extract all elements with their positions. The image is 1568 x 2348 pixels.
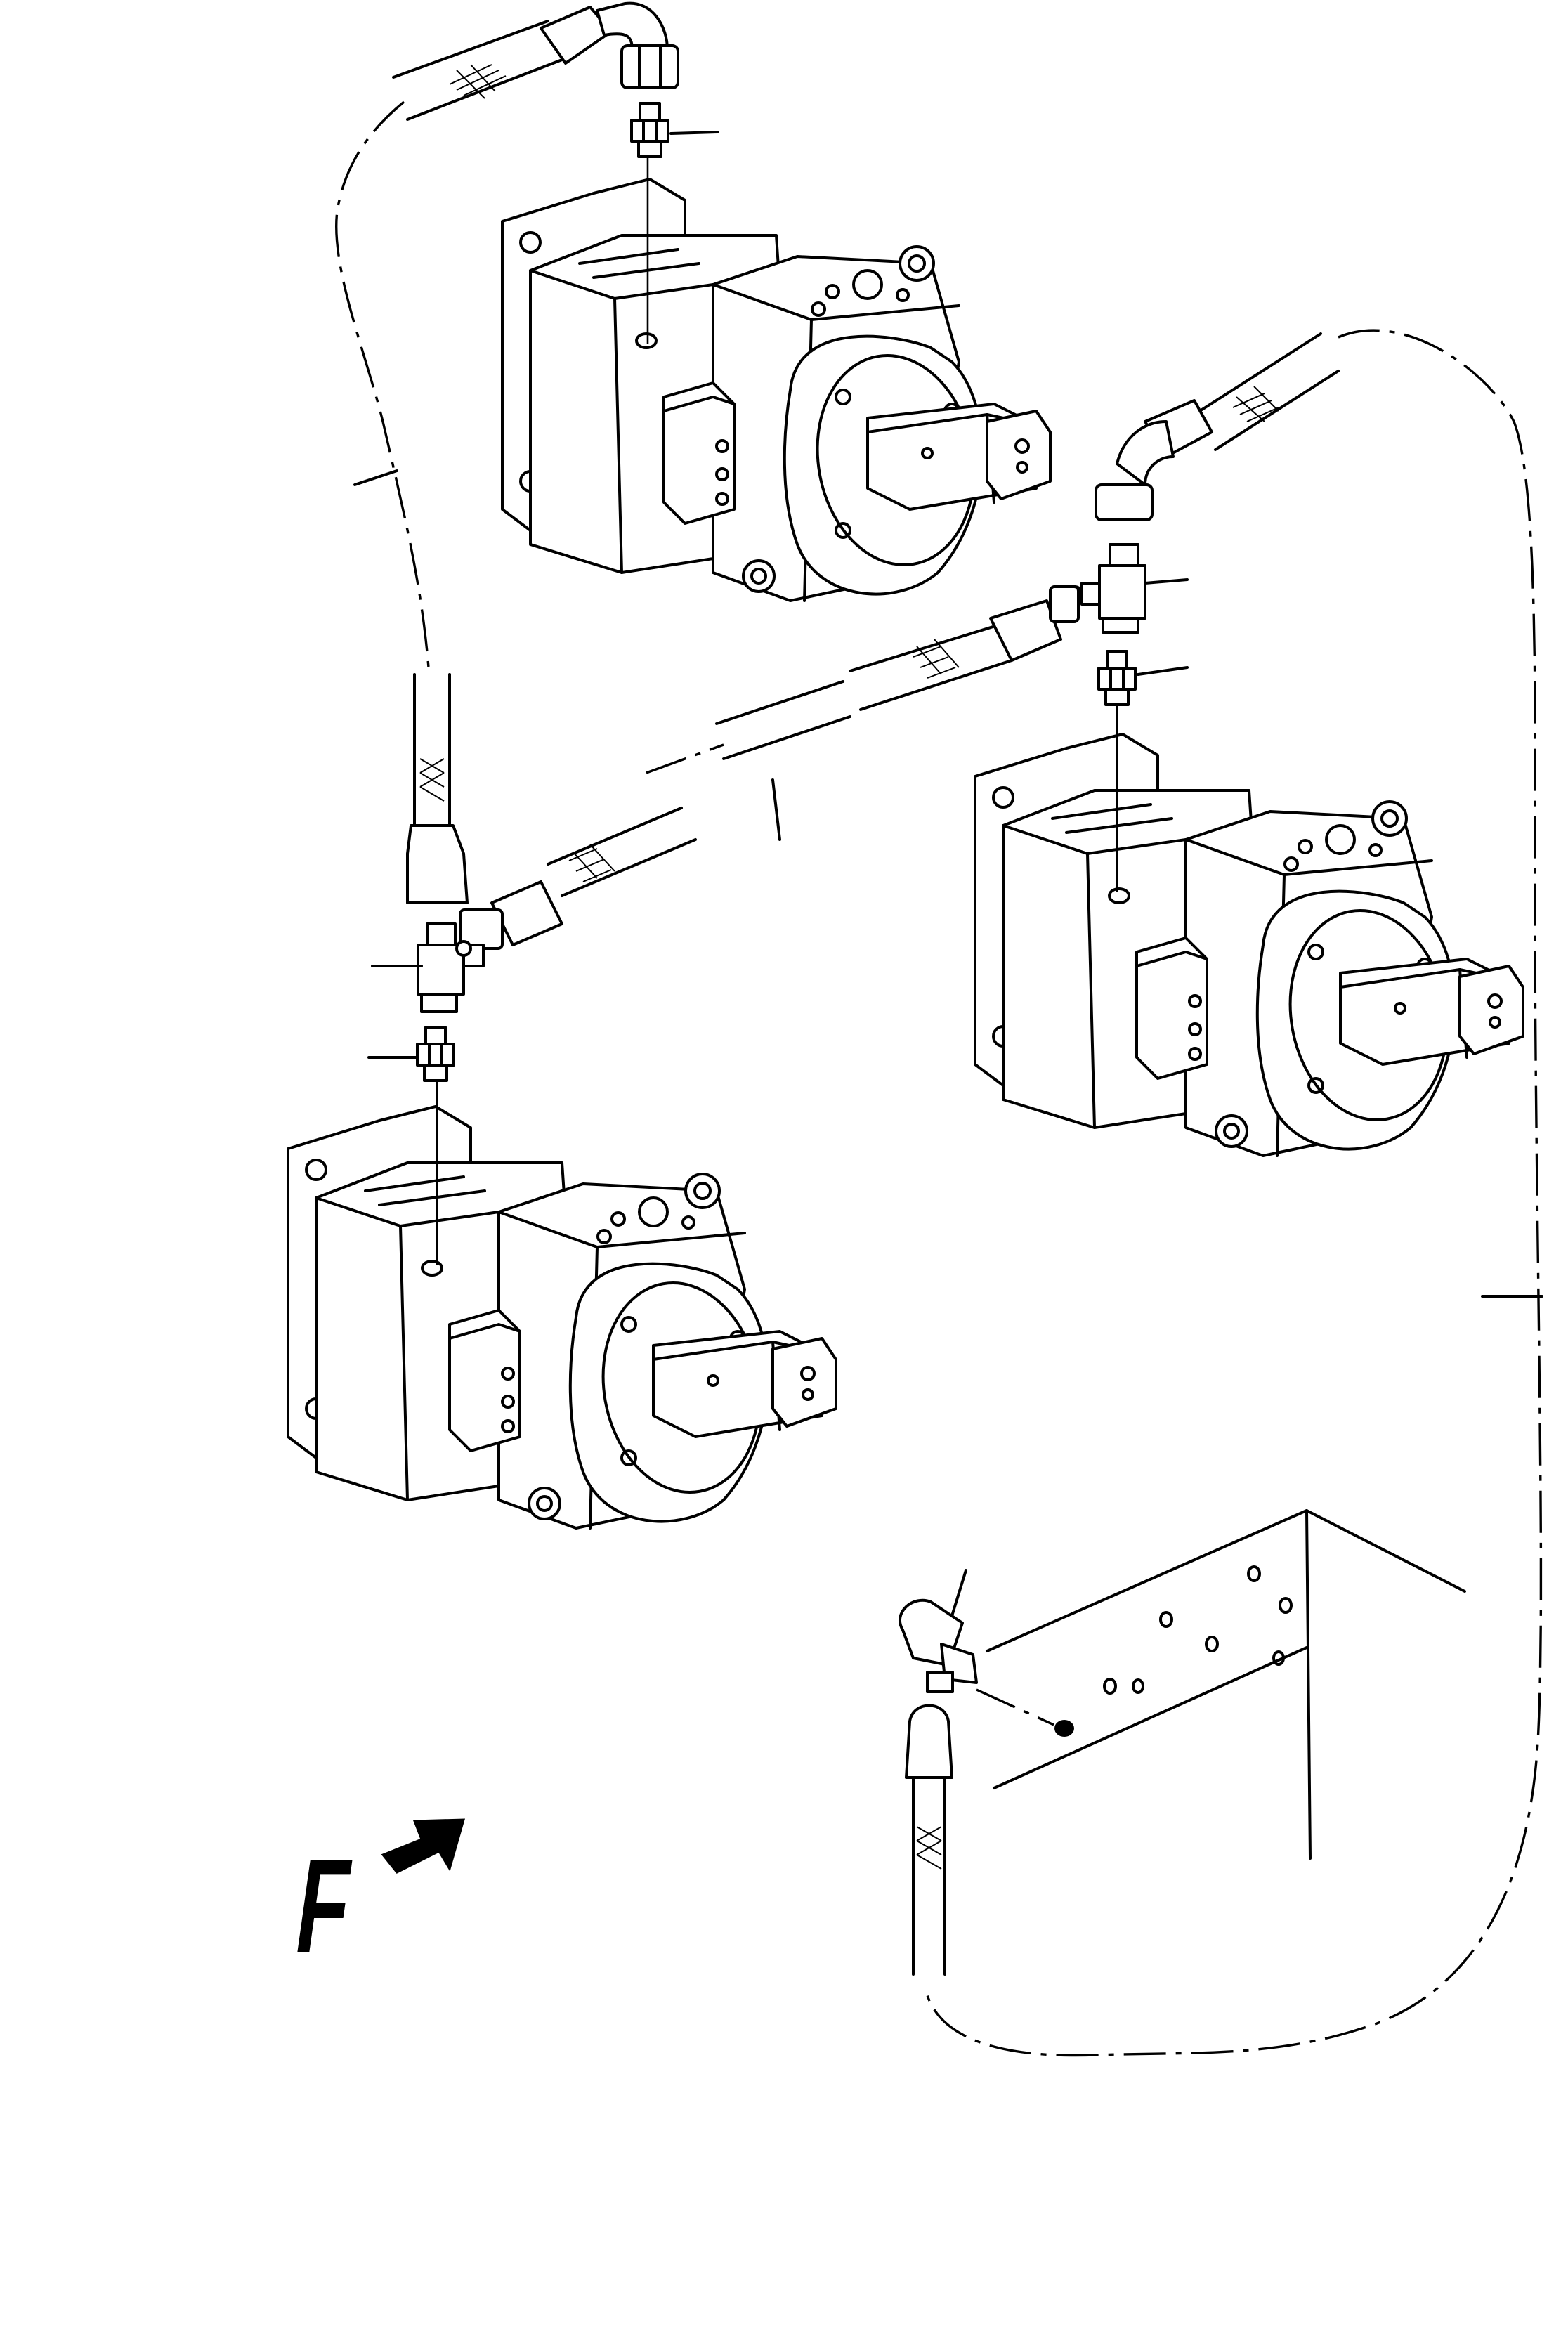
top-connector-leader	[669, 131, 719, 135]
left-tee-fitting	[417, 922, 485, 1013]
left-connector	[416, 1026, 455, 1082]
tank-elbow-fitting	[899, 1569, 978, 1693]
right-tee-leader	[1144, 578, 1189, 585]
top-connector	[630, 102, 669, 158]
motor-left	[287, 1105, 837, 1530]
right-elbow-hose	[1095, 332, 1340, 521]
top-loop-leader	[353, 469, 398, 486]
left-vertical-hose	[406, 673, 469, 904]
arrow-right-icon	[381, 1818, 466, 1874]
right-routing-loop	[926, 329, 1543, 2057]
right-connector-leader	[1137, 666, 1189, 676]
tank-port	[976, 1509, 1466, 1860]
motor-right	[974, 733, 1524, 1157]
top-routing-loop	[335, 100, 430, 668]
tank-hose	[905, 1704, 953, 1976]
motor-top	[501, 178, 1052, 602]
right-connector	[1097, 650, 1137, 706]
cross-hose	[459, 585, 1080, 950]
top-elbow-hose	[392, 1, 679, 121]
